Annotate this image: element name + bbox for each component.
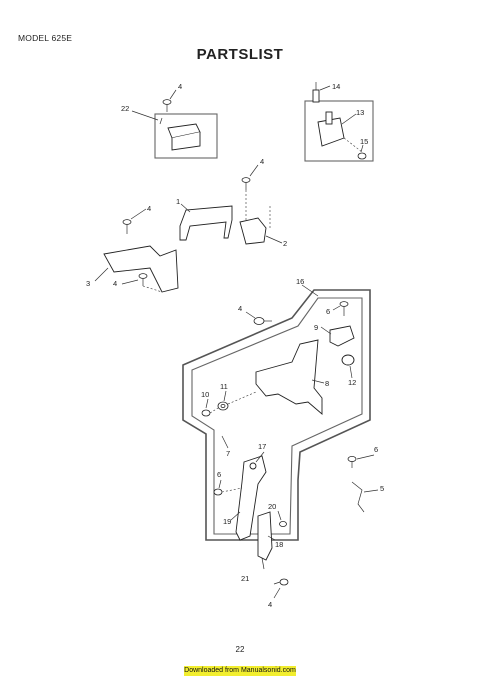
screw-4-mid-icon [241, 177, 251, 190]
main-frame-group: 16 [182, 277, 371, 541]
part-3-bracket [103, 245, 179, 293]
part-9-clip [329, 325, 355, 347]
part-5-spring [351, 481, 365, 513]
callout-4b: 4 [260, 157, 264, 166]
callout-20: 20 [268, 502, 276, 511]
callout-19: 19 [223, 517, 231, 526]
screw-6-spring-icon [347, 455, 357, 468]
part-17-pivot [249, 462, 257, 470]
screw-15-icon [357, 152, 367, 160]
part-10-11-group: 10 11 [201, 382, 257, 417]
part-19-lever [235, 455, 267, 541]
callout-5: 5 [380, 484, 384, 493]
part-3-group: 4 3 4 [86, 204, 179, 293]
part-21-slider [257, 511, 273, 561]
callout-4d: 4 [113, 279, 117, 288]
callout-14: 14 [332, 82, 340, 91]
screw-4-bottom-group: 4 [268, 578, 289, 609]
part-18-21-group: 18 20 21 [241, 502, 287, 583]
callout-11: 11 [220, 382, 228, 391]
callout-15: 15 [360, 137, 368, 146]
nut-11-icon [217, 401, 229, 411]
part-22-side [171, 132, 201, 151]
callout-21: 21 [241, 574, 249, 583]
screw-4-lower-icon [138, 273, 148, 286]
callout-1: 1 [176, 197, 180, 206]
part-12-bushing [341, 354, 355, 366]
part-2-plate [239, 217, 267, 245]
callout-16: 16 [296, 277, 304, 286]
part-5-group: 6 5 [347, 445, 384, 513]
screw-4-top-icon [162, 99, 172, 112]
screw-10-icon [201, 409, 211, 417]
part-8-group: 8 [255, 339, 329, 415]
page-number: 22 [235, 645, 245, 654]
screw-6-right-icon [339, 301, 349, 316]
callout-22: 22 [121, 104, 129, 113]
callout-13: 13 [356, 108, 364, 117]
pin-14-icon [312, 82, 320, 103]
screw-20-icon [279, 521, 287, 528]
callout-10: 10 [201, 390, 209, 399]
callout-6b: 6 [217, 470, 221, 479]
part-22-group: 4 22 [121, 82, 218, 159]
part-1-bracket [179, 205, 233, 241]
callout-6c: 6 [374, 445, 378, 454]
callout-4a: 4 [178, 82, 182, 91]
part-8-plate [255, 339, 323, 415]
callout-6a: 6 [326, 307, 330, 316]
callout-4f: 4 [268, 600, 272, 609]
callout-8: 8 [325, 379, 329, 388]
callout-12: 12 [348, 378, 356, 387]
frame-outer [182, 289, 371, 541]
part-13-group: 14 13 15 [304, 82, 374, 162]
part-13-box [304, 100, 374, 162]
part-9-group: 9 12 6 [314, 301, 356, 387]
callout-4e: 4 [238, 304, 242, 313]
screw-4-left-icon [122, 219, 132, 234]
callout-17: 17 [258, 442, 266, 451]
frame-inner [191, 297, 363, 535]
callout-4c: 4 [147, 204, 151, 213]
download-banner[interactable]: Downloaded from Manualsonid.com [184, 666, 296, 676]
callout-7: 7 [226, 449, 230, 458]
screw-4-frame-icon [253, 317, 272, 325]
screw-4-bottom-icon [273, 578, 289, 586]
callout-2: 2 [283, 239, 287, 248]
screw-4-frame-group: 4 [238, 304, 272, 325]
callout-18: 18 [275, 540, 283, 549]
callout-9: 9 [314, 323, 318, 332]
part-1-group: 1 4 2 [176, 157, 287, 248]
page-title: PARTSLIST [196, 46, 284, 63]
part-17-19-group: 17 6 19 [213, 442, 267, 541]
part-22-box [154, 113, 218, 159]
callout-3: 3 [86, 279, 90, 288]
screw-6-lever-icon [213, 488, 223, 496]
model-label: MODEL 625E [18, 33, 73, 43]
